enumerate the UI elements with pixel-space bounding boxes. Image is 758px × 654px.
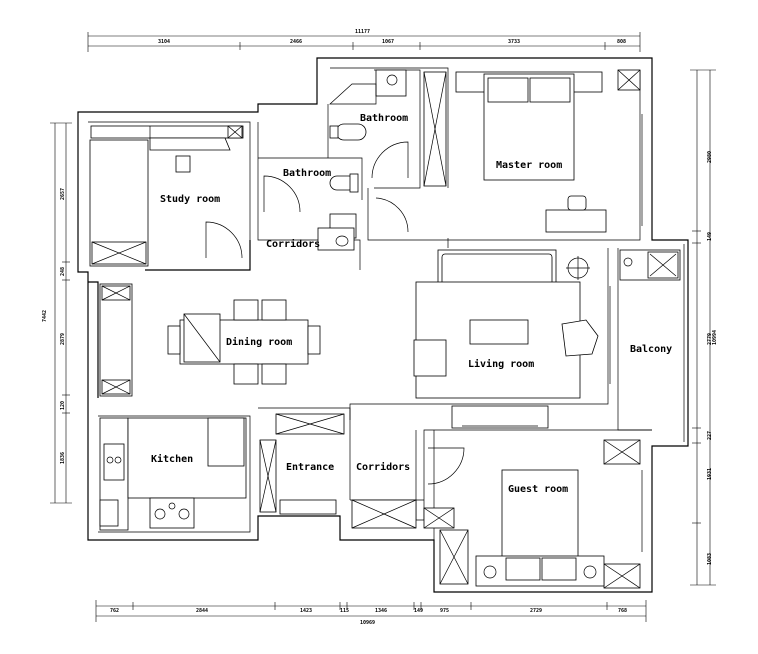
label-master-room: Master room bbox=[496, 160, 562, 171]
entrance-fixtures bbox=[259, 413, 345, 515]
dim-top-4: 3733 bbox=[508, 39, 520, 45]
dim-left-3: 2879 bbox=[60, 333, 66, 345]
corridors-bottom-fixtures bbox=[351, 499, 455, 529]
label-bathroom-mid: Bathroom bbox=[283, 168, 331, 179]
dim-left-1: 2657 bbox=[60, 188, 66, 200]
dim-bottom-9: 768 bbox=[618, 608, 627, 614]
dim-bottom-2: 2844 bbox=[196, 608, 208, 614]
dim-top-3: 1067 bbox=[382, 39, 394, 45]
balcony-fixtures bbox=[619, 244, 685, 442]
dim-left-5: 1836 bbox=[60, 452, 66, 464]
dim-top-2: 2466 bbox=[290, 39, 302, 45]
dimension-lines-bottom: 762 2844 1423 115 1346 149 975 2729 768 … bbox=[95, 600, 647, 626]
study-door bbox=[205, 221, 243, 259]
dim-bottom-4: 115 bbox=[340, 608, 349, 614]
dimension-lines-right: 10994 2980 149 2779 227 1931 1083 bbox=[690, 69, 718, 586]
dim-left-total: 7442 bbox=[42, 310, 48, 322]
dim-right-total: 10994 bbox=[712, 330, 718, 345]
dim-right-6: 1083 bbox=[707, 553, 713, 565]
label-corridors-bottom: Corridors bbox=[356, 461, 410, 473]
dim-top-1: 3104 bbox=[158, 39, 170, 45]
label-kitchen: Kitchen bbox=[151, 453, 193, 465]
dim-bottom-total: 10969 bbox=[360, 620, 375, 626]
dimension-lines-top: 11177 3104 2466 1067 3733 808 bbox=[87, 29, 641, 52]
label-balcony: Balcony bbox=[630, 344, 672, 355]
dim-top-5: 808 bbox=[617, 39, 626, 45]
dim-bottom-6: 149 bbox=[414, 608, 423, 614]
guest-door bbox=[427, 447, 465, 485]
bathroom-fixtures bbox=[317, 69, 407, 251]
dim-top-total: 11177 bbox=[355, 29, 370, 35]
label-study-room: Study room bbox=[160, 194, 220, 205]
dim-right-2: 149 bbox=[707, 232, 713, 241]
interior-walls bbox=[88, 67, 652, 592]
label-guest-room: Guest room bbox=[508, 484, 568, 495]
label-corridors-top: Corridors bbox=[266, 238, 320, 250]
bathroom-door-top bbox=[371, 141, 409, 179]
master-furniture bbox=[423, 69, 643, 233]
label-dining-room: Dining room bbox=[226, 336, 292, 348]
dim-left-4: 120 bbox=[60, 401, 66, 410]
bathroom-door-mid bbox=[263, 175, 301, 213]
dim-left-2: 248 bbox=[60, 267, 66, 276]
kitchen-fixtures bbox=[99, 417, 247, 531]
dim-right-3: 2779 bbox=[707, 333, 713, 345]
dim-bottom-3: 1423 bbox=[300, 608, 312, 614]
master-door bbox=[375, 197, 409, 233]
label-entrance: Entrance bbox=[286, 462, 334, 473]
dimension-lines-left: 7442 2657 248 2879 120 1836 bbox=[42, 122, 72, 504]
dim-right-4: 227 bbox=[707, 431, 713, 440]
dim-right-5: 1931 bbox=[707, 468, 713, 480]
dim-bottom-1: 762 bbox=[110, 608, 119, 614]
room-labels: Study room Bathroom Bathroom Master room… bbox=[151, 113, 672, 495]
dim-bottom-7: 975 bbox=[440, 608, 449, 614]
dining-furniture bbox=[99, 283, 321, 397]
label-bathroom-top: Bathroom bbox=[360, 113, 408, 124]
guest-furniture bbox=[439, 439, 643, 589]
dim-bottom-5: 1346 bbox=[375, 608, 387, 614]
dim-bottom-8: 2729 bbox=[530, 608, 542, 614]
living-furniture bbox=[413, 249, 611, 429]
study-furniture bbox=[89, 125, 244, 267]
dim-right-1: 2980 bbox=[707, 151, 713, 163]
label-living-room: Living room bbox=[468, 358, 534, 370]
